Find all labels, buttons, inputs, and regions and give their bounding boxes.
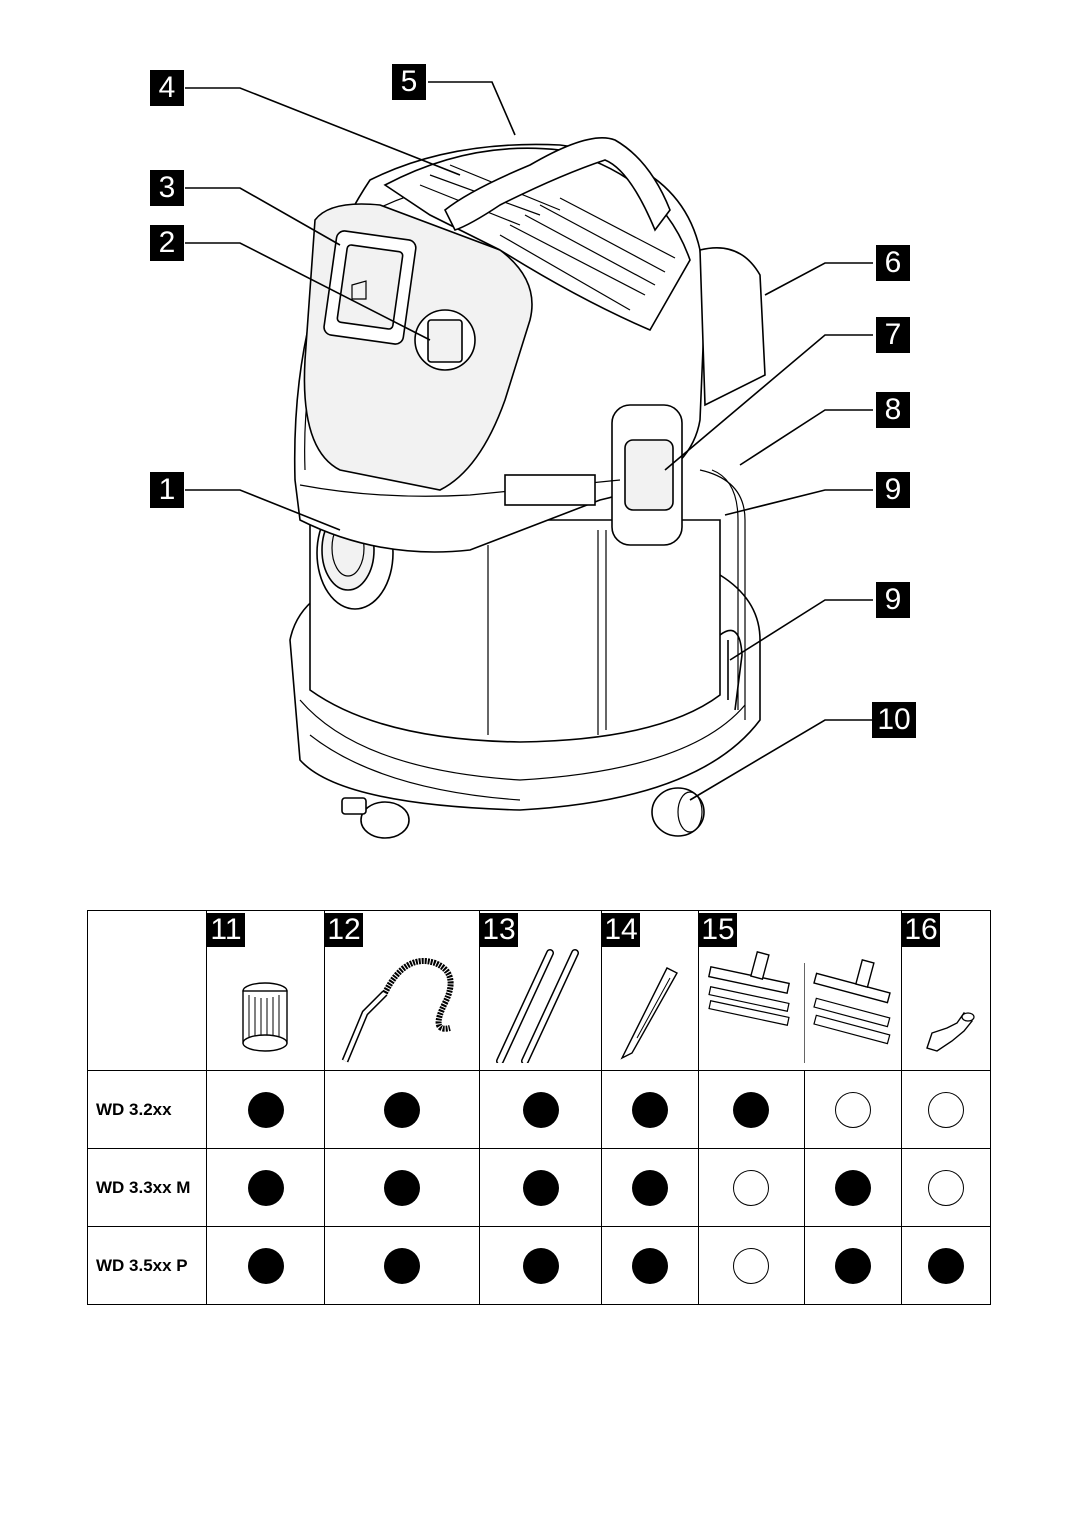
callout-2: 2 <box>150 225 184 261</box>
column-number: 13 <box>480 913 518 947</box>
table-row: WD 3.5xx P <box>87 1226 991 1305</box>
table-row: WD 3.3xx M <box>87 1148 991 1227</box>
included-dot <box>384 1169 420 1206</box>
included-dot <box>247 1169 284 1206</box>
callout-8: 8 <box>876 392 910 428</box>
header-cell-15a: 15 <box>698 910 804 1071</box>
column-number: 16 <box>902 913 940 947</box>
included-dot <box>384 1091 420 1128</box>
crevice-nozzle-icon <box>620 967 678 1060</box>
header-cell-14: 14 <box>601 910 699 1071</box>
cell-12 <box>324 1148 480 1227</box>
row-label: WD 3.3xx M <box>87 1148 207 1227</box>
cell-14 <box>601 1070 699 1149</box>
header-cell-15b <box>803 910 902 1071</box>
optional-dot <box>834 1091 871 1128</box>
included-dot <box>384 1247 420 1284</box>
cell-12 <box>324 1226 480 1305</box>
cell-16 <box>901 1226 991 1305</box>
table-row: WD 3.2xx <box>87 1070 991 1149</box>
callout-3: 3 <box>150 170 184 206</box>
header-empty-cell <box>87 910 207 1071</box>
callout-10: 10 <box>872 702 916 738</box>
cell-11 <box>206 1070 325 1149</box>
cell-13 <box>479 1148 602 1227</box>
included-dot <box>522 1247 559 1284</box>
callout-6: 6 <box>876 245 910 281</box>
adapter-icon <box>926 1011 975 1052</box>
included-dot <box>247 1247 284 1284</box>
header-cell-16: 16 <box>901 910 991 1071</box>
column-number: 11 <box>207 913 245 947</box>
cell-15b <box>803 1070 902 1149</box>
callout-9b: 9 <box>876 582 910 618</box>
optional-dot <box>928 1169 964 1206</box>
column-number: 12 <box>325 913 363 947</box>
header-cell-12: 12 <box>324 910 480 1071</box>
included-dot <box>733 1091 770 1128</box>
table-header-row: 11 12 13 14 <box>87 910 991 1071</box>
cartridge-filter-icon <box>242 982 288 1052</box>
callout-4: 4 <box>150 70 184 106</box>
suction-tubes-icon <box>496 949 579 1065</box>
included-dot <box>522 1091 559 1128</box>
optional-dot <box>928 1091 964 1128</box>
cell-13 <box>479 1226 602 1305</box>
cell-15a <box>698 1070 805 1149</box>
row-label: WD 3.5xx P <box>87 1226 207 1305</box>
cell-15b <box>803 1226 902 1305</box>
header-cell-13: 13 <box>479 910 602 1071</box>
accessories-table: 11 12 13 14 <box>87 910 991 1305</box>
included-dot <box>522 1169 559 1206</box>
cell-12 <box>324 1070 480 1149</box>
column-number: 15 <box>699 913 737 947</box>
included-dot <box>928 1247 964 1284</box>
included-dot <box>632 1091 668 1128</box>
included-dot <box>247 1091 284 1128</box>
cell-15a <box>698 1148 805 1227</box>
cell-16 <box>901 1070 991 1149</box>
cell-11 <box>206 1226 325 1305</box>
suction-hose-icon <box>341 958 454 1063</box>
callout-9a: 9 <box>876 472 910 508</box>
callout-7: 7 <box>876 317 910 353</box>
cell-14 <box>601 1226 699 1305</box>
included-dot <box>632 1247 668 1284</box>
callout-5: 5 <box>392 64 426 100</box>
included-dot <box>632 1169 668 1206</box>
optional-dot <box>733 1247 770 1284</box>
cell-15a <box>698 1226 805 1305</box>
floor-nozzle-with-inserts-icon <box>803 958 891 1063</box>
cell-13 <box>479 1070 602 1149</box>
optional-dot <box>733 1169 770 1206</box>
column-number: 14 <box>602 913 640 947</box>
floor-nozzle-icon <box>708 950 790 1026</box>
header-cell-11: 11 <box>206 910 325 1071</box>
vacuum-cleaner-drawing <box>185 81 873 839</box>
row-label: WD 3.2xx <box>87 1070 207 1149</box>
cell-16 <box>901 1148 991 1227</box>
included-dot <box>834 1247 871 1284</box>
cell-15b <box>803 1148 902 1227</box>
callout-1: 1 <box>150 472 184 508</box>
included-dot <box>834 1169 871 1206</box>
cell-14 <box>601 1148 699 1227</box>
cell-11 <box>206 1148 325 1227</box>
